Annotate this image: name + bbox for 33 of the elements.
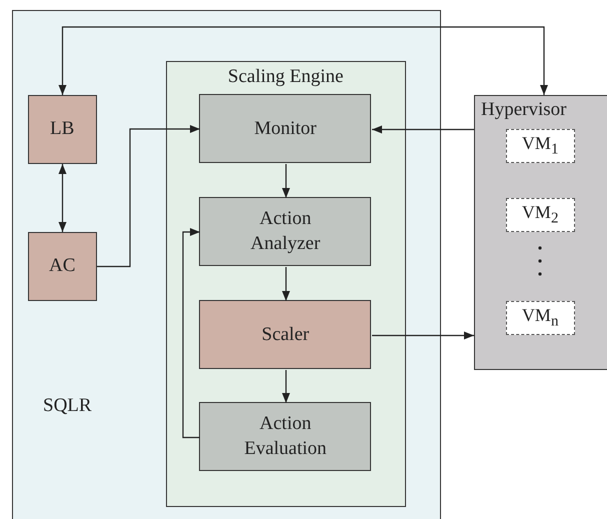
arrow <box>282 267 290 301</box>
vm-box <box>506 198 575 232</box>
container-title: SQLR <box>43 394 92 418</box>
arrow <box>182 228 200 438</box>
node-label: Monitor <box>254 116 317 141</box>
arrow <box>58 26 548 95</box>
component-box <box>28 94 97 164</box>
arrow <box>97 125 200 268</box>
node-label: Action Evaluation <box>243 412 328 461</box>
component-box <box>28 232 97 301</box>
node-label: LB <box>50 116 74 141</box>
node-label: AC <box>48 254 76 278</box>
container-title: Hypervisor <box>481 98 566 122</box>
hypervisor-box <box>474 95 607 370</box>
arrow <box>282 370 290 403</box>
process-box <box>199 94 372 164</box>
process-box <box>199 300 372 370</box>
node-label: VM$_{n}$ <box>522 304 558 332</box>
container-title: Scaling Engine <box>226 64 344 89</box>
arrow <box>58 164 66 232</box>
vm-box <box>506 300 575 335</box>
process-box <box>199 402 372 472</box>
engine-container <box>166 60 406 507</box>
node-label: VM$_{2}$ <box>522 200 558 228</box>
node-label: VM$_{1}$ <box>522 132 558 160</box>
system-container <box>12 10 441 519</box>
node-label: Scaler <box>262 322 310 347</box>
process-box <box>199 197 372 266</box>
node-label: Action Analyzer <box>250 207 322 256</box>
arrow <box>282 164 290 198</box>
arrow <box>372 126 474 134</box>
vm-box <box>506 128 575 163</box>
arrow <box>372 332 474 340</box>
